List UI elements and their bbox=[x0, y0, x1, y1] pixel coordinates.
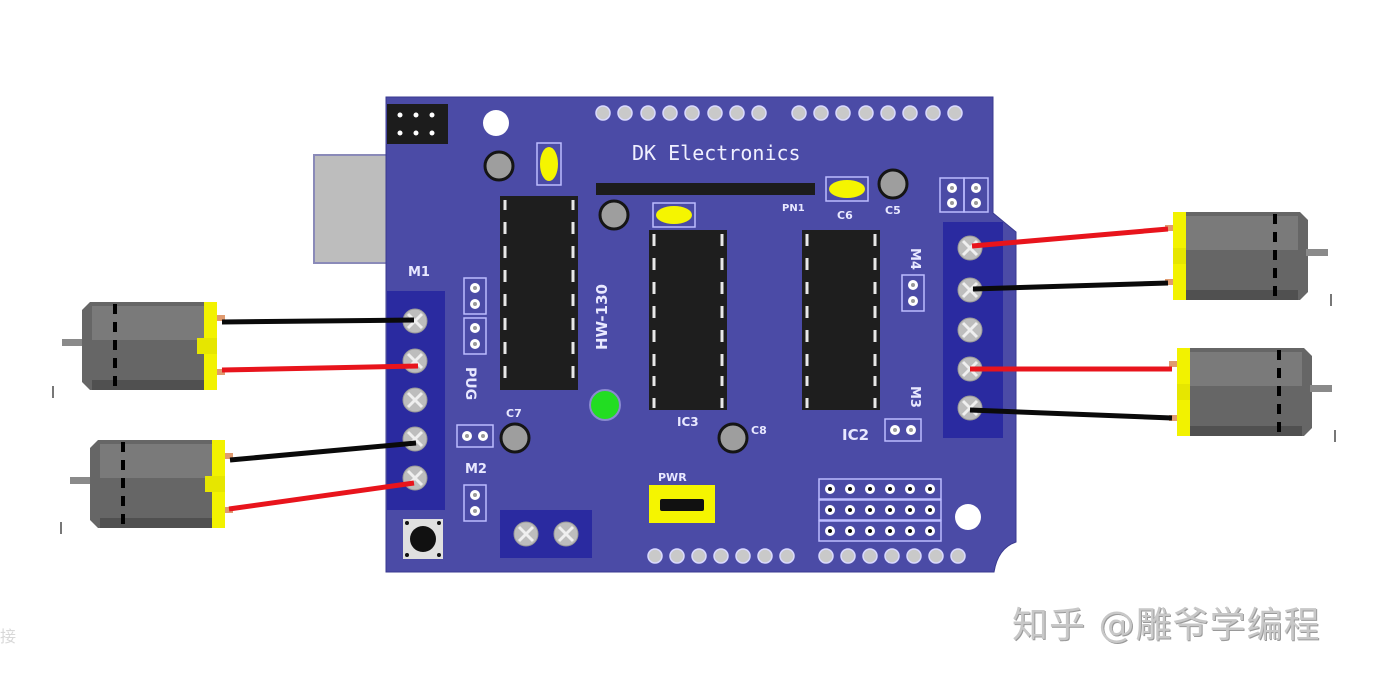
icsp-header-top bbox=[387, 104, 448, 144]
wire-black bbox=[229, 440, 417, 463]
motor-left-top bbox=[60, 300, 227, 392]
mounting-hole bbox=[483, 110, 509, 136]
wire-red bbox=[228, 480, 415, 512]
ceramic-cap bbox=[656, 206, 692, 224]
power-led bbox=[589, 389, 621, 421]
pug-label: PUG bbox=[462, 367, 478, 400]
m3-label: M3 bbox=[907, 386, 922, 408]
usb-connector bbox=[313, 154, 389, 264]
brand-label: DK Electronics bbox=[632, 141, 801, 165]
c8-label: C8 bbox=[751, 424, 767, 437]
wire-black bbox=[969, 407, 1173, 421]
capacitor bbox=[598, 199, 630, 231]
motor-right-top bbox=[1163, 210, 1330, 302]
capacitor-c7 bbox=[499, 422, 531, 454]
wire-red bbox=[971, 226, 1169, 249]
ceramic-cap bbox=[540, 147, 558, 181]
pn1-header bbox=[596, 183, 815, 195]
icsp-grid bbox=[818, 478, 942, 542]
ceramic-cap-c6 bbox=[829, 180, 865, 198]
capacitor-c5 bbox=[877, 168, 909, 200]
chip-hw130 bbox=[500, 196, 578, 390]
wire-red bbox=[221, 363, 419, 373]
model-label: HW-130 bbox=[593, 284, 611, 350]
motor-left-bottom bbox=[68, 438, 235, 530]
jumper-pair-top-right bbox=[939, 177, 989, 213]
motor-right-bottom bbox=[1167, 346, 1334, 438]
chip-ic3 bbox=[649, 230, 727, 410]
watermark: 知乎 @雕爷学编程 bbox=[1012, 605, 1321, 646]
c5-label: C5 bbox=[885, 204, 901, 217]
edge-text: 接 bbox=[0, 627, 17, 646]
c6-label: C6 bbox=[837, 209, 853, 222]
ic3-label: IC3 bbox=[677, 415, 699, 429]
m4-label: M4 bbox=[907, 248, 922, 270]
capacitor-c8 bbox=[717, 422, 749, 454]
ic2-label: IC2 bbox=[842, 426, 869, 444]
wires bbox=[221, 226, 1173, 512]
pwr-label: PWR bbox=[658, 471, 687, 484]
chip-ic2 bbox=[802, 230, 880, 410]
mounting-hole bbox=[955, 504, 981, 530]
c7-label: C7 bbox=[506, 407, 522, 420]
m1-label: M1 bbox=[408, 265, 430, 280]
reset-button bbox=[403, 519, 443, 559]
pn1-label: PN1 bbox=[782, 203, 805, 214]
wire-black bbox=[221, 317, 415, 325]
wire-black bbox=[972, 280, 1169, 292]
capacitor bbox=[483, 150, 515, 182]
m2-label: M2 bbox=[465, 462, 487, 477]
